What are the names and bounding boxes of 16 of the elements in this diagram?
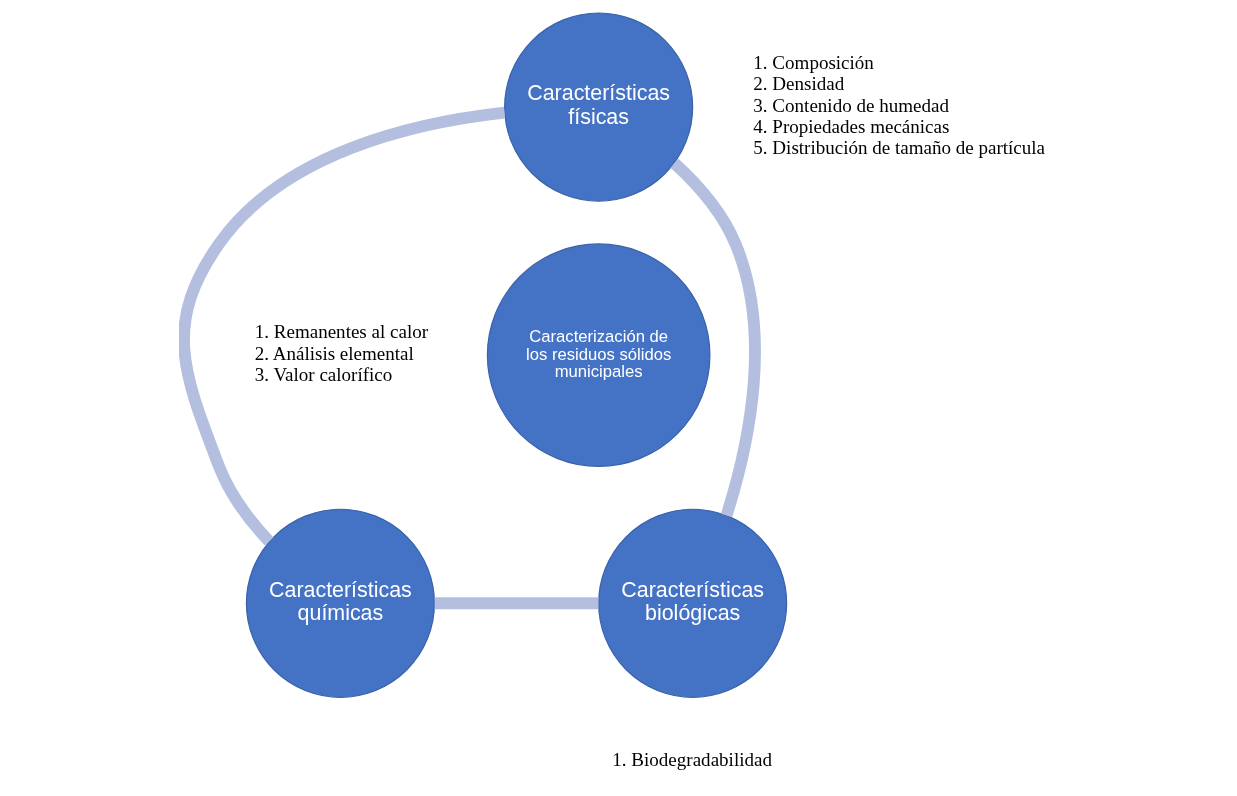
node-label: 1. Composición [753, 51, 874, 73]
node-circle: Características químicas [245, 508, 436, 698]
node-label: 1. Biodegradabilidad [612, 749, 772, 771]
node-label: 3. Valor calorífico [254, 364, 393, 386]
node-label: 5. Distribución de tamaño de partícula [753, 137, 1046, 159]
node-label: 1. Remanentes al calor [254, 321, 429, 343]
node-label: 3. Contenido de humedad [753, 94, 949, 116]
node-label: 4. Propiedades mecánicas [753, 115, 950, 137]
connector [670, 158, 761, 518]
node-label: 2. Densidad [753, 73, 845, 95]
connector [434, 597, 599, 610]
node-circle: Características biológicas [598, 508, 788, 698]
node-circle: Características físicas [504, 12, 694, 202]
connector [179, 106, 506, 546]
node-circle: Caracterización de los residuos sólidos municipales [486, 243, 711, 468]
node-label: 2. Análisis elemental [254, 342, 414, 364]
